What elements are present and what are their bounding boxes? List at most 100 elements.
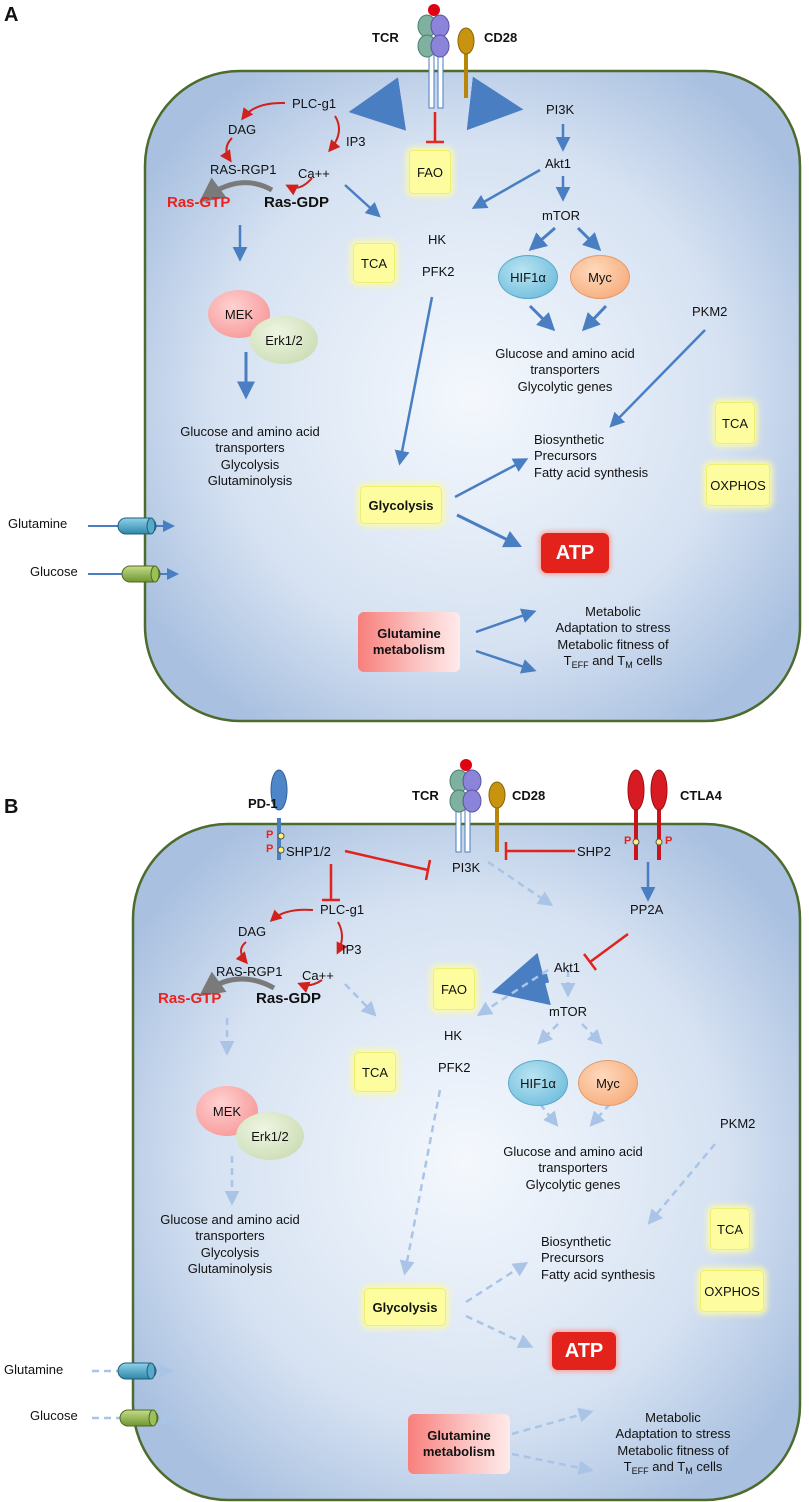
arrow-mtor-to-myc xyxy=(581,1023,603,1045)
myc-node: Myc xyxy=(578,1060,638,1106)
phospho-label: P xyxy=(266,843,274,855)
inhibit-fao xyxy=(426,112,444,144)
arrow-tcr-to-plcg1 xyxy=(348,77,407,131)
metabolic-cells-line: TEFF and TM cells xyxy=(563,652,663,670)
arrow-ca-to-tca xyxy=(344,184,381,218)
rasgdp-label: Ras-GDP xyxy=(264,194,330,211)
left-outcome-line: transporters xyxy=(195,1228,265,1244)
ip3-label: IP3 xyxy=(346,134,366,149)
plcg1-label: PLC-g1 xyxy=(292,96,337,111)
glutamine-metabolism-box: Glutamine metabolism xyxy=(408,1414,510,1474)
arrow-pfk2-to-glycolysis xyxy=(399,1089,442,1276)
dag-label: DAG xyxy=(228,122,257,137)
panel-letter: A xyxy=(4,4,19,26)
biosynthetic-line: Fatty acid synthesis xyxy=(541,1266,656,1282)
panel-a-graphics xyxy=(88,4,802,723)
mtor-outcome-text: Glucose and amino acid transporters Glyc… xyxy=(488,1144,658,1193)
arrow-pi3k-to-akt1 xyxy=(487,860,554,907)
phospho-label: P xyxy=(624,835,632,847)
mtor-outcome-line: Glucose and amino acid xyxy=(503,1144,643,1159)
hif1a-node: HIF1α xyxy=(498,255,558,299)
cd28-receptor xyxy=(457,27,475,98)
pfk2-label: PFK2 xyxy=(422,264,455,279)
arrow-plcg1-to-ca xyxy=(328,115,341,153)
biosynthetic-line: Fatty acid synthesis xyxy=(534,464,649,480)
pfk2-label: PFK2 xyxy=(438,1060,471,1075)
left-outcome-line: Glutaminolysis xyxy=(207,472,293,488)
glutamine-transporter-icon xyxy=(117,1362,157,1380)
hk-label: HK xyxy=(428,232,447,247)
left-outcome-line: Glucose and amino acid xyxy=(180,424,320,439)
left-outcome-line: Glycolysis xyxy=(220,456,280,472)
tcr-label: TCR xyxy=(412,788,439,803)
biosynthetic-line: Biosynthetic xyxy=(541,1234,612,1249)
erk-node: Erk1/2 xyxy=(236,1112,304,1160)
glutamine-label: Glutamine xyxy=(4,1362,64,1377)
panel-b: B PD-1 TCR CD28 CTLA4 P P P P SHP1/2 SHP… xyxy=(0,752,809,1502)
tca-box-left: TCA xyxy=(353,243,395,283)
glutamine-metabolism-line: metabolism xyxy=(372,642,446,657)
mtor-outcome-line: transporters xyxy=(530,362,600,378)
pd1-receptor xyxy=(270,769,288,860)
phospho-label: P xyxy=(266,829,274,841)
akt1-label: Akt1 xyxy=(545,156,572,171)
glycolysis-box: Glycolysis xyxy=(360,486,442,524)
mtor-outcome-text: Glucose and amino acid transporters Glyc… xyxy=(480,346,650,395)
pi3k-label: PI3K xyxy=(546,102,575,117)
left-outcome-text: Glucose and amino acid transporters Glyc… xyxy=(160,424,340,489)
hk-label: HK xyxy=(444,1028,463,1043)
rasgdp-label: Ras-GDP xyxy=(256,990,322,1007)
glycolysis-box: Glycolysis xyxy=(364,1288,446,1326)
arrow-mtor-to-hif xyxy=(537,1023,559,1045)
panel-a: A TCR CD28 PLC-g1 DAG IP3 RAS-RGP1 Ca++ … xyxy=(0,0,809,750)
cd28-receptor xyxy=(488,781,506,852)
ctla4-receptor xyxy=(627,769,668,860)
panel-letter: B xyxy=(4,796,19,818)
arrow-glutamine-to-fitness xyxy=(475,649,537,674)
metabolic-line: Metabolic xyxy=(645,1410,701,1425)
rasgtp-label: Ras-GTP xyxy=(158,990,222,1007)
biosynthetic-text: Biosynthetic Precursors Fatty acid synth… xyxy=(541,1234,655,1283)
arrow-hif-to-outcome xyxy=(539,1103,559,1127)
glutamine-metabolism-box: Glutamine metabolism xyxy=(358,612,460,672)
pp2a-label: PP2A xyxy=(630,902,664,917)
arrow-tcr-to-pi3k xyxy=(466,76,524,131)
shp12-label: SHP1/2 xyxy=(286,844,331,859)
rasrgp1-label: RAS-RGP1 xyxy=(216,964,283,979)
atp-box: ATP xyxy=(541,533,609,573)
metabolic-line: Metabolic fitness of xyxy=(617,1442,729,1458)
arrow-dag-to-rasrgp1 xyxy=(220,137,233,163)
cell-membrane xyxy=(143,69,802,723)
biosynthetic-line: Precursors xyxy=(541,1250,604,1266)
mtor-outcome-line: Glycolytic genes xyxy=(517,378,613,394)
metabolic-line: Adaptation to stress xyxy=(615,1426,731,1442)
arrow-glycolysis-to-biosynthetic xyxy=(454,458,529,499)
glutamine-transporter-icon xyxy=(117,517,157,535)
left-outcome-line: Glycolysis xyxy=(200,1244,260,1260)
arrow-myc-to-outcome xyxy=(581,304,608,332)
arrow-glycolysis-to-atp xyxy=(456,513,523,548)
arrow-rasgdp-to-rasgtp xyxy=(198,971,276,997)
dag-label: DAG xyxy=(238,924,267,939)
phospho-label: P xyxy=(665,835,673,847)
atp-box: ATP xyxy=(552,1332,616,1370)
tca-box-right: TCA xyxy=(710,1208,750,1250)
biosynthetic-line: Precursors xyxy=(534,448,597,464)
mtor-outcome-line: Glycolytic genes xyxy=(525,1176,621,1192)
arrow-akt1-to-hk xyxy=(476,968,549,1017)
pd1-label: PD-1 xyxy=(248,796,278,811)
cd28-label: CD28 xyxy=(484,30,518,45)
erk-node: Erk1/2 xyxy=(250,316,318,364)
metabolic-line: Metabolic xyxy=(585,604,641,619)
mtor-label: mTOR xyxy=(542,208,581,223)
pkm2-label: PKM2 xyxy=(692,304,728,319)
ip3-label: IP3 xyxy=(342,942,362,957)
metabolic-line: Metabolic fitness of xyxy=(557,636,669,652)
shp2-label: SHP2 xyxy=(577,844,611,859)
panel-b-graphics xyxy=(92,759,802,1502)
arrow-dag-to-rasrgp1 xyxy=(235,941,248,965)
rasgtp-label: Ras-GTP xyxy=(167,194,231,211)
arrow-pfk2-to-glycolysis xyxy=(394,296,434,466)
arrow-hif-to-outcome xyxy=(528,304,556,332)
arrow-mtor-to-hif xyxy=(528,226,556,251)
